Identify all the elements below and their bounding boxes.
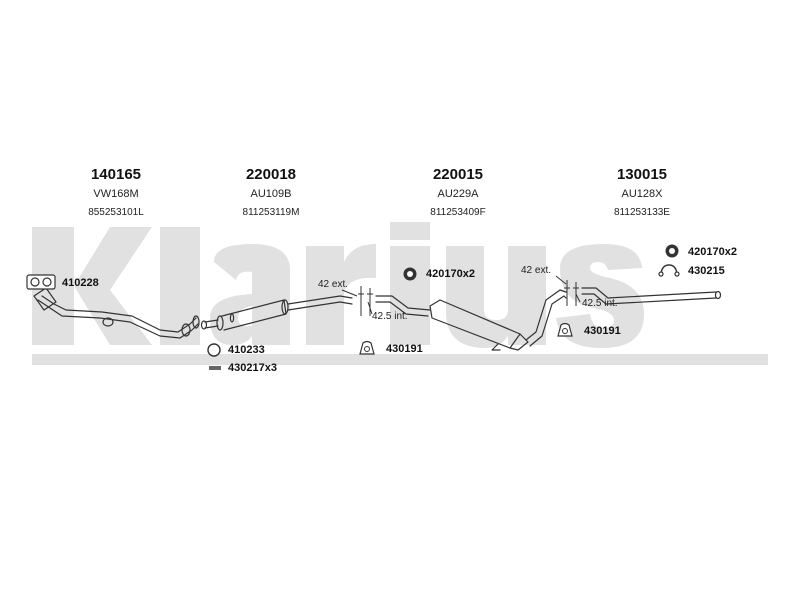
section-1-part-number: 140165 [90,166,142,183]
section-1-code: VW168M [93,188,139,200]
clamp-bar-icon [209,366,221,370]
clamp-ring-icon [665,244,679,258]
section-2-oem: 811253119M [242,207,300,218]
section-1-oem: 855253101L [88,207,144,218]
section-3-oem: 811253409F [430,207,486,218]
mid-joint-marks [341,286,373,316]
clamp-ring-icon [403,267,417,281]
section-2-code: AU109B [250,188,292,200]
centre-silencer [200,295,353,331]
ring-part-number: 410233 [228,344,265,356]
gasket-part-number: 410228 [62,277,99,289]
rubber-mount-right-part-number: 430191 [584,325,621,337]
front-pipe [33,287,200,339]
section-3-part-number: 220015 [432,166,484,183]
rear-silencer [581,287,722,305]
rubber-mount-icon [557,322,573,337]
clamp-pair-mid-part-number: 420170x2 [426,268,475,280]
middle-silencer [375,289,567,351]
mid-joint-ext-label: 42 ext. [318,279,349,290]
ring-icon [207,343,221,357]
gasket-icon [26,274,56,290]
section-4-part-number: 130015 [616,166,668,183]
clamp-pair-right-part-number: 420170x2 [688,246,737,258]
rear-joint-int-label: 42.5 int. [582,298,618,309]
rubber-mount-icon [359,340,375,355]
mid-joint-int-label: 42.5 int. [372,311,408,322]
section-3-code: AU229A [437,188,479,200]
section-4-code: AU128X [621,188,663,200]
hanger-icon [658,264,680,277]
section-4-oem: 811253133E [614,207,670,218]
clamp-set-part-number: 430217x3 [228,362,277,374]
hanger-part-number: 430215 [688,265,725,277]
section-2-part-number: 220018 [245,166,297,183]
rubber-mount-left-part-number: 430191 [386,343,423,355]
rear-joint-marks [555,275,581,306]
rear-joint-ext-label: 42 ext. [521,265,552,276]
